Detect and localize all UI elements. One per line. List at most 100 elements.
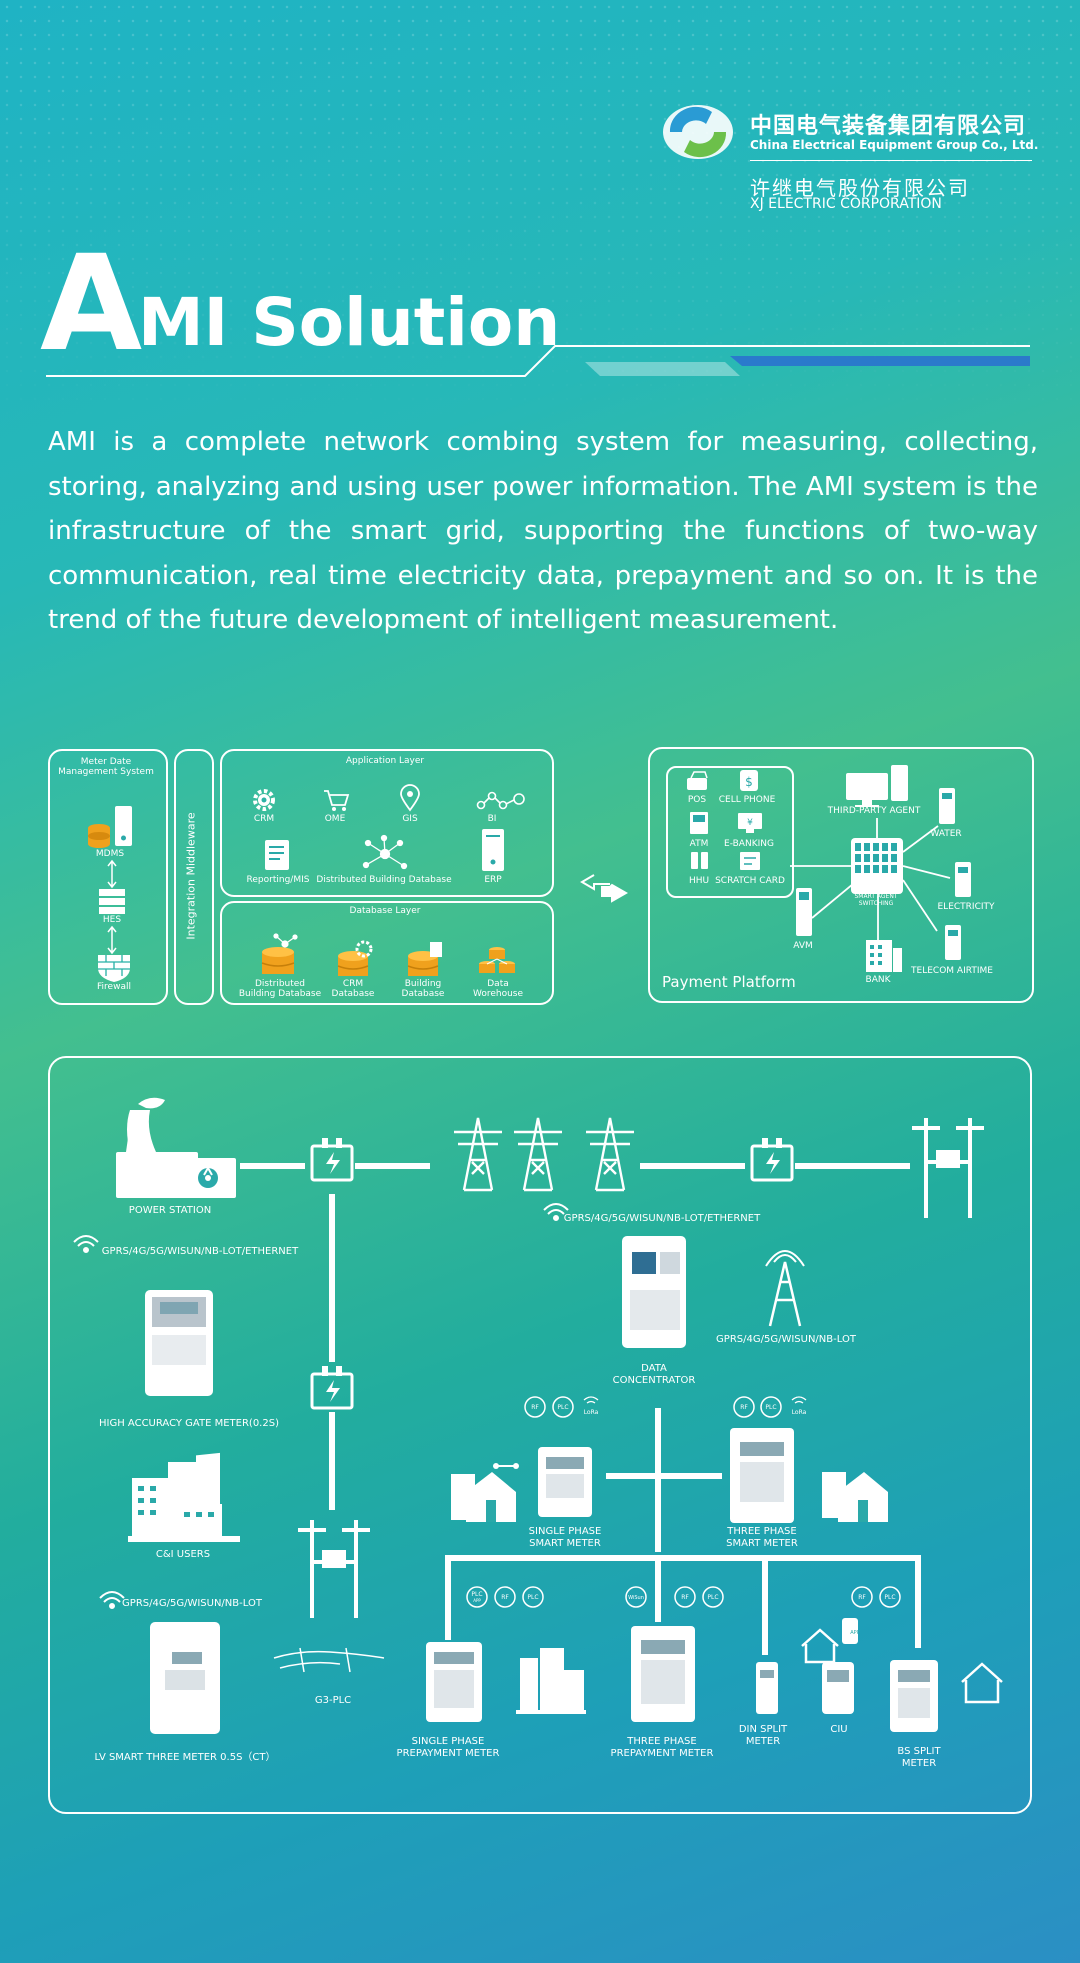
channel-cell-phone: CELL PHONE [718, 795, 776, 805]
svg-text:RF: RF [740, 1404, 748, 1411]
network-diagram-panel [48, 1056, 1032, 1814]
radio-tower-icon [765, 1250, 805, 1327]
single-phase-smart-label: SINGLE PHASE SMART METER [528, 1526, 602, 1549]
db-item-warehouse: Data Worehouse [472, 979, 524, 1000]
ciu-label: CIU [830, 1724, 848, 1735]
payment-platform-panel [648, 747, 1034, 1003]
erp-server-icon [482, 829, 504, 871]
comm-label-3: GPRS/4G/5G/WISUN/NB-LOT [716, 1334, 856, 1345]
db-warehouse-icon [479, 947, 515, 973]
svg-text:RF: RF [681, 1594, 689, 1601]
svg-text:PLC: PLC [707, 1594, 718, 1601]
svg-text:APP: APP [473, 1598, 481, 1603]
ci-building-icon [128, 1452, 240, 1542]
home-building-icon-2 [822, 1472, 888, 1522]
single-phase-prepay-meter-icon [426, 1642, 482, 1722]
meter-distribution-lines [445, 1408, 921, 1655]
cell-phone-icon: $ [740, 770, 758, 791]
arrow-updown-2 [107, 925, 117, 955]
app-layer-title: Application Layer [345, 756, 425, 766]
hhu-icon [691, 852, 708, 869]
concentrator-icon [622, 1236, 686, 1348]
app-item-bi: BI [487, 814, 497, 824]
title-big-letter: A [40, 227, 143, 381]
app-item-reporting: Reporting/MIS [246, 875, 310, 885]
svg-text:WiSun: WiSun [628, 1595, 644, 1601]
node-electricity: ELECTRICITY [937, 902, 995, 912]
node-third-party: THIRD-PARTY AGENT [827, 806, 921, 816]
utility-pole-icon-1 [912, 1118, 984, 1218]
svg-text:¥: ¥ [747, 818, 753, 828]
wifi-icon-3 [99, 1591, 125, 1609]
logo-divider [750, 160, 1032, 161]
din-split-label: DIN SPLIT METER [738, 1724, 788, 1747]
utility-pole-icon-2 [298, 1520, 370, 1618]
svg-text:PLC: PLC [471, 1591, 482, 1598]
app-item-distributed-db: Distributed Building Database [316, 875, 452, 885]
power-lines [240, 1163, 910, 1510]
company-logo-icon [663, 105, 733, 159]
db-item-crm: CRM Database [331, 979, 375, 1000]
title-underline [46, 345, 1030, 377]
channel-scratch-card: SCRATCH CARD [715, 876, 785, 886]
subsidiary-en-name: XJ ELECTRIC CORPORATION [750, 196, 942, 212]
power-station-icon [116, 1097, 236, 1198]
app-item-gis: GIS [402, 814, 418, 824]
bs-split-meter-icon [890, 1660, 938, 1732]
house-outline-icon-1 [801, 1628, 839, 1664]
single-phase-prepay-label: SINGLE PHASE PREPAYMENT METER [396, 1736, 500, 1759]
power-station-label: POWER STATION [128, 1205, 212, 1216]
pylon-icons [454, 1117, 634, 1192]
g3-plc-label: G3-PLC [314, 1695, 352, 1706]
svg-text:RF: RF [531, 1404, 539, 1411]
pos-icon [687, 771, 708, 790]
single-phase-smart-meter-icon [538, 1447, 592, 1517]
db-item-distributed: Distributed Building Database [238, 979, 322, 1000]
e-banking-icon: ¥ [738, 813, 762, 833]
wifi-icon-1 [73, 1235, 99, 1253]
page-title: MI Solution [138, 284, 561, 361]
comm-label-4: GPRS/4G/5G/WISUN/NB-LOT [122, 1598, 262, 1609]
app-item-ome: OME [324, 814, 346, 824]
gate-meter-icon [145, 1290, 213, 1396]
mdms-db-icon [88, 824, 110, 848]
electricity-meter-icon [955, 862, 971, 897]
comm-label-2: GPRS/4G/5G/WISUN/NB-LOT/ETHERNET [563, 1213, 761, 1224]
db-item-building: Building Database [401, 979, 445, 1000]
middleware-panel [174, 749, 214, 1005]
svg-text:PLC: PLC [527, 1594, 538, 1601]
concentrator-label: DATA CONCENTRATOR [612, 1363, 696, 1386]
phone-app-icon [842, 1618, 858, 1644]
app-item-erp: ERP [484, 875, 502, 885]
transformer-icon-3 [310, 1366, 354, 1410]
lv-meter-icon [150, 1622, 220, 1734]
payment-connector-lines [790, 818, 951, 940]
comm-label-1: GPRS/4G/5G/WISUN/NB-LOT/ETHERNET [101, 1246, 299, 1257]
svg-text:PLC: PLC [884, 1594, 895, 1601]
mdm-panel [48, 749, 168, 1005]
wifi-icon-2 [543, 1203, 569, 1221]
three-phase-smart-meter-icon [730, 1428, 794, 1523]
bi-network-icon [476, 791, 525, 810]
application-layer-panel [220, 749, 554, 897]
house-outline-icon-2 [961, 1662, 1003, 1704]
bs-split-label: BS SPLIT METER [897, 1746, 941, 1769]
node-water: WATER [930, 829, 962, 839]
channel-pos: POS [687, 795, 707, 805]
svg-text:$: $ [745, 775, 753, 789]
gate-meter-label: HIGH ACCURACY GATE METER(0.2S) [99, 1418, 279, 1429]
firewall-label: Firewall [97, 982, 131, 992]
payment-platform-title: Payment Platform [662, 973, 796, 991]
transformer-icon-2 [750, 1138, 794, 1182]
hes-label: HES [102, 915, 122, 925]
crm-gear-icon [253, 789, 275, 811]
three-phase-prepay-label: THREE PHASE PREPAYMENT METER [610, 1736, 714, 1759]
channel-atm: ATM [689, 839, 709, 849]
water-meter-icon [939, 788, 955, 824]
mdms-server-icon [115, 806, 132, 846]
node-bank: BANK [865, 975, 891, 985]
company-cn-name: 中国电气装备集团有限公司 [750, 114, 1027, 139]
gis-pin-icon [400, 784, 420, 812]
subsidiary-cn-name: 许继电气股份有限公司 [750, 176, 970, 200]
node-telecom: TELECOM AIRTIME [911, 966, 993, 976]
